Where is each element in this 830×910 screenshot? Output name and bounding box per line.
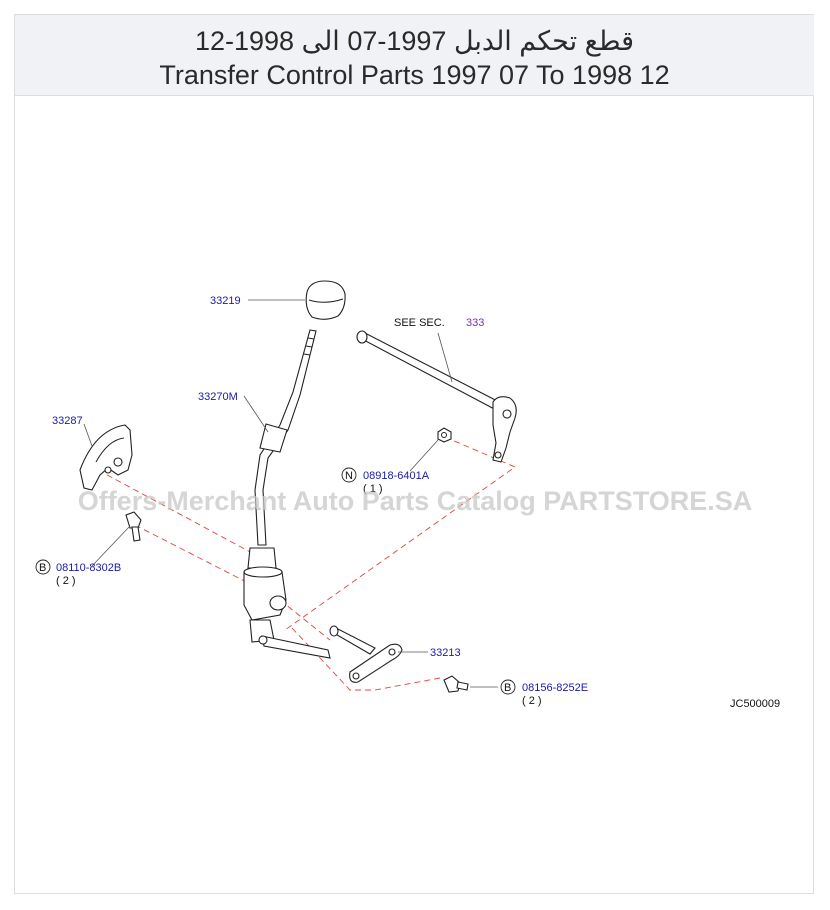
label-33213[interactable]: 33213 [430, 647, 461, 659]
alignment-lines [97, 436, 516, 691]
bolt-08156-8252E [443, 675, 469, 693]
shift-lever-33270M [243, 329, 331, 659]
shift-knob-33219 [305, 280, 346, 320]
badge-circle [35, 559, 51, 575]
bolt-08110-8302B [125, 511, 142, 542]
badge-letter: B [39, 562, 46, 574]
label-33219[interactable]: 33219 [210, 295, 241, 307]
diagram-frame [14, 14, 814, 894]
qty-08918-6401A: ( 1 ) [363, 483, 383, 495]
see-sec-label: SEE SEC. [394, 317, 445, 329]
label-33287[interactable]: 33287 [52, 415, 83, 427]
shift-rod-assembly [356, 330, 517, 463]
see-sec-link[interactable]: 333 [466, 317, 484, 329]
title-arabic: قطع تحكم الدبل 1997-07 الى 1998-12 [194, 26, 635, 56]
qty-08110-8302B: ( 2 ) [56, 575, 76, 587]
diagram-code: JC500009 [730, 698, 780, 710]
label-08110-8302B[interactable]: 08110-8302B [56, 562, 121, 574]
title-english: Transfer Control Parts 1997 07 To 1998 1… [159, 60, 670, 90]
label-08156-8252E[interactable]: 08156-8252E [522, 682, 588, 694]
label-08918-6401A[interactable]: 08918-6401A [363, 470, 430, 482]
qty-08156-8252E: ( 2 ) [522, 695, 542, 707]
page-header: قطع تحكم الدبل 1997-07 الى 1998-12 Trans… [15, 15, 814, 96]
lever-bracket-33213 [329, 625, 403, 683]
watermark: Offers-Merchant Auto Parts Catalog PARTS… [78, 486, 753, 516]
leader-lines [83, 299, 498, 688]
nut-08918-6401A [437, 427, 452, 443]
badge-letter: B [504, 682, 511, 694]
bracket-33287 [79, 424, 133, 491]
badge-circle [341, 467, 357, 483]
badge-circle [500, 679, 516, 695]
label-33270M[interactable]: 33270M [198, 391, 238, 403]
badge-letter: N [345, 470, 353, 482]
